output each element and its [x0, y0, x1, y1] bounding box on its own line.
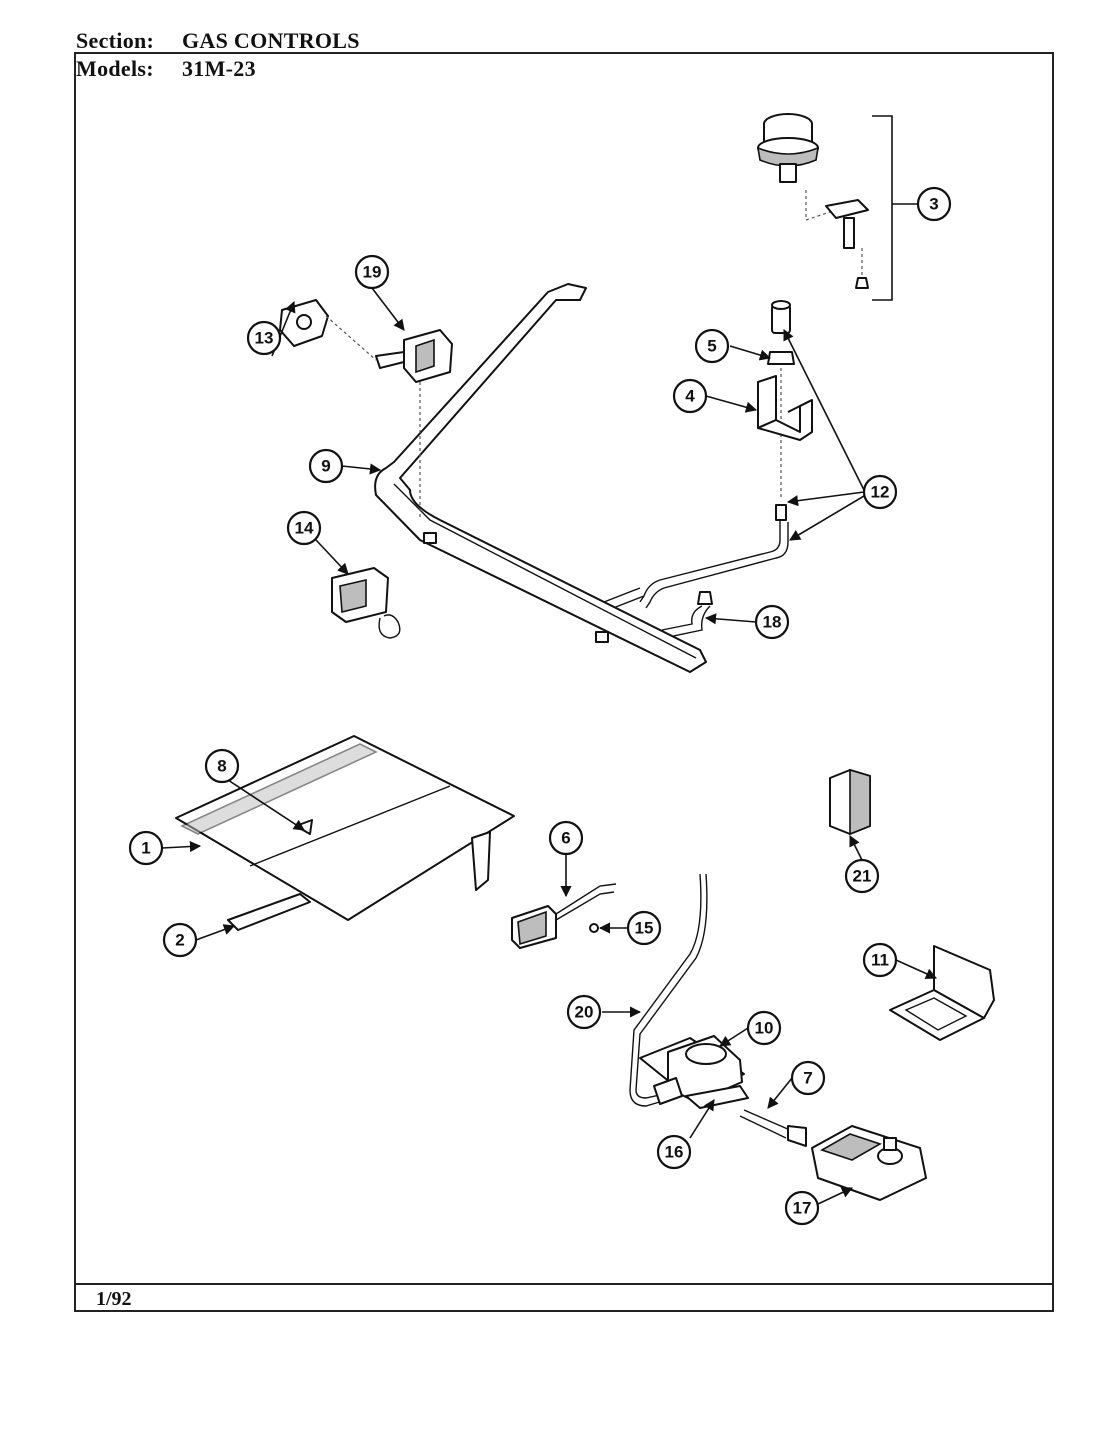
svg-text:9: 9	[321, 457, 330, 476]
svg-text:14: 14	[295, 519, 314, 538]
callout-18: 18	[754, 604, 790, 640]
igniter-switch	[279, 299, 377, 361]
thermostat	[811, 1125, 927, 1201]
callout-3: 3	[916, 186, 952, 222]
revision-date: 1/92	[96, 1288, 132, 1310]
svg-text:21: 21	[853, 867, 872, 886]
spark-module	[331, 567, 401, 639]
gas-line	[629, 873, 708, 1107]
gas-tubing	[603, 504, 789, 639]
callout-14: 14	[286, 510, 322, 546]
igniter	[375, 329, 453, 520]
section-label: Section:	[76, 28, 155, 53]
svg-text:10: 10	[755, 1019, 774, 1038]
callout-13: 13	[246, 320, 282, 356]
svg-text:13: 13	[255, 329, 274, 348]
svg-text:7: 7	[803, 1069, 812, 1088]
burner-knob-assembly	[756, 113, 918, 301]
callout-2: 2	[162, 922, 198, 958]
svg-text:15: 15	[635, 919, 654, 938]
wire-connector	[511, 883, 617, 949]
svg-text:3: 3	[929, 195, 938, 214]
models-value: 31M-23	[182, 56, 256, 81]
relay	[829, 768, 871, 836]
callout-8: 8	[204, 748, 240, 784]
svg-text:20: 20	[575, 1003, 594, 1022]
callout-12: 12	[862, 474, 898, 510]
orifice-fitting	[767, 300, 795, 500]
svg-text:8: 8	[217, 757, 226, 776]
models-label: Models:	[76, 56, 154, 81]
callout-10: 10	[746, 1010, 782, 1046]
burner-plate	[175, 735, 515, 931]
svg-text:11: 11	[871, 951, 889, 970]
callout-7: 7	[790, 1060, 826, 1096]
callout-1: 1	[128, 830, 164, 866]
callout-20: 20	[566, 994, 602, 1030]
leader-lines	[161, 287, 938, 1205]
thermocouple	[739, 1109, 807, 1147]
svg-text:18: 18	[763, 613, 782, 632]
callout-9: 9	[308, 448, 344, 484]
callout-17: 17	[784, 1190, 820, 1226]
footer-divider	[74, 1283, 1054, 1285]
valve-bracket	[889, 945, 995, 1041]
svg-text:19: 19	[363, 263, 382, 282]
svg-text:12: 12	[871, 483, 890, 502]
callout-16: 16	[656, 1134, 692, 1170]
svg-text:4: 4	[685, 387, 695, 406]
svg-text:16: 16	[665, 1143, 684, 1162]
svg-text:6: 6	[561, 829, 570, 848]
callout-21: 21	[844, 858, 880, 894]
svg-text:1: 1	[141, 839, 150, 858]
callout-6: 6	[548, 820, 584, 856]
section-title: GAS CONTROLS	[182, 28, 360, 53]
callout-4: 4	[672, 378, 708, 414]
safety-valve	[639, 1035, 749, 1109]
svg-text:5: 5	[707, 337, 716, 356]
callout-15: 15	[626, 910, 662, 946]
callout-19: 19	[354, 254, 390, 290]
diagram-frame	[74, 52, 1054, 1312]
callout-11: 11	[862, 942, 898, 978]
svg-text:17: 17	[793, 1199, 812, 1218]
manifold-tube	[374, 283, 707, 673]
callout-5: 5	[694, 328, 730, 364]
svg-text:2: 2	[175, 931, 184, 950]
mounting-bracket	[757, 375, 813, 441]
